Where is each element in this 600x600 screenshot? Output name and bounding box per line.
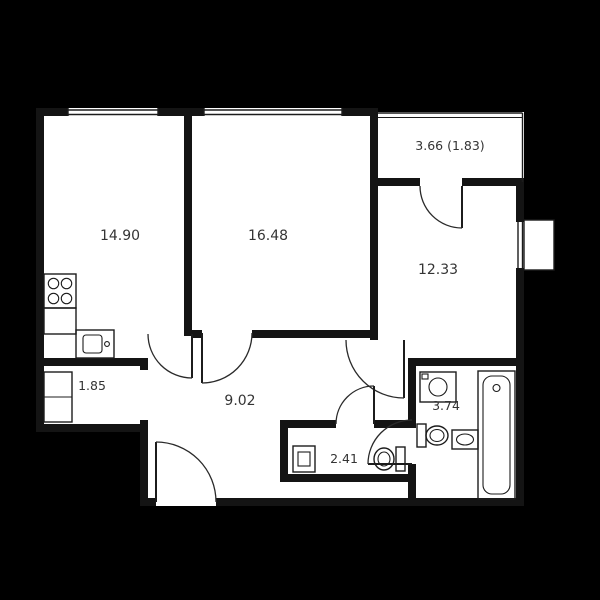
room-labels: 14.90 16.48 12.33 3.66 (1.83) 1.85 9.02 … — [78, 138, 485, 466]
room-label-bedroom-2: 12.33 — [418, 262, 458, 278]
wall-segment — [36, 108, 44, 432]
wall-segment — [252, 330, 378, 338]
wall-segment — [216, 498, 524, 506]
door-bedroom — [201, 332, 253, 384]
wall-segment — [516, 268, 524, 506]
window-bedroom — [203, 108, 343, 116]
door-balcony — [419, 185, 463, 229]
room-label-wardrobe: 1.85 — [78, 378, 106, 393]
apartment-footprint — [36, 108, 524, 506]
wall-segment — [158, 108, 204, 116]
kitchen-sink-icon — [75, 329, 115, 359]
room-label-hallway: 9.02 — [224, 393, 255, 409]
wall-segment — [140, 428, 148, 506]
wall-segment — [516, 182, 524, 222]
exterior-box — [523, 219, 555, 271]
wall-segment — [408, 358, 416, 420]
room-label-kitchen-living: 14.90 — [100, 228, 140, 244]
window-kitchen — [67, 108, 159, 116]
room-label-bedroom: 16.48 — [248, 228, 288, 244]
walls — [36, 108, 524, 506]
wall-segment — [408, 358, 516, 366]
wall-segment — [140, 358, 148, 370]
door-entrance — [155, 441, 217, 503]
room-label-wc: 2.41 — [330, 451, 358, 466]
door-bedroom-2 — [345, 339, 405, 399]
windows — [67, 108, 524, 268]
wall-segment — [140, 498, 156, 506]
fixtures — [43, 273, 516, 500]
kitchen-counter — [43, 307, 77, 335]
washing-machine-icon — [419, 371, 457, 403]
wall-segment — [280, 420, 288, 482]
wall-segment — [370, 108, 378, 340]
door-kitchen-living — [147, 333, 193, 379]
room-label-bathroom: 3.74 — [432, 398, 460, 413]
wall-segment — [184, 108, 192, 336]
wall-segment — [408, 464, 416, 506]
wall-segment — [374, 420, 416, 428]
door-wc — [335, 385, 375, 425]
wc-sink-icon — [292, 445, 316, 473]
bathtub-icon — [477, 370, 516, 500]
wall-segment — [378, 178, 420, 186]
balcony-glazing — [378, 112, 524, 182]
window-bedroom-2 — [517, 222, 524, 268]
wall-segment — [36, 424, 148, 432]
room-label-balcony: 3.66 (1.83) — [415, 138, 484, 153]
wall-segment — [192, 330, 202, 338]
wall-segment — [280, 420, 336, 428]
wall-segment — [462, 178, 524, 186]
wall-segment — [36, 108, 68, 116]
wc-toilet-icon — [373, 446, 406, 472]
wall-segment — [36, 358, 148, 366]
wall-segment — [342, 108, 378, 116]
wall-segment — [280, 474, 416, 482]
bathroom-toilet-icon — [416, 423, 449, 448]
wardrobe-shelf — [43, 371, 73, 423]
